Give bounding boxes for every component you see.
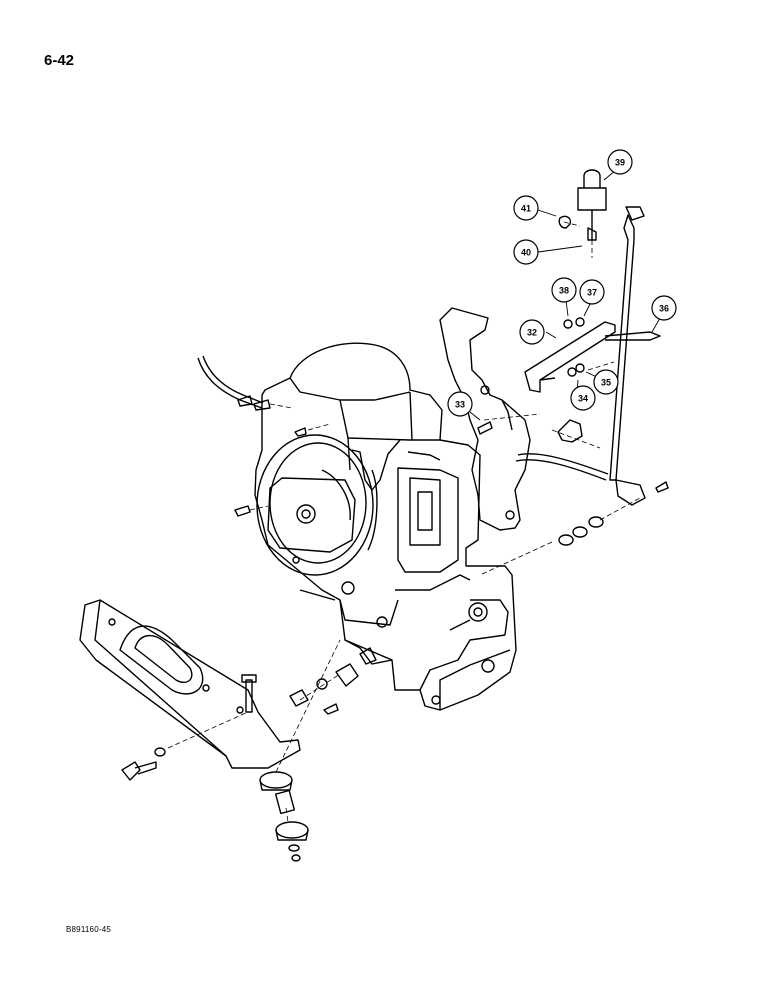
page-number: 6-42: [44, 52, 75, 69]
bolt: [477, 421, 493, 435]
assembly-line: [275, 639, 341, 773]
callout-37: 37: [579, 279, 605, 305]
bolt: [655, 481, 669, 493]
figure-code: B891160-45: [66, 925, 111, 934]
callout-label: 35: [601, 378, 611, 388]
assembly-line: [285, 807, 289, 823]
callout-41: 41: [513, 195, 539, 221]
callout-label: 38: [559, 286, 569, 296]
fitting: [359, 647, 377, 665]
nut: [563, 319, 573, 329]
assembly-line: [551, 429, 601, 449]
bottom-bracket: [79, 599, 301, 769]
nut: [572, 526, 588, 538]
assembly-line: [307, 423, 331, 431]
callout-32: 32: [519, 319, 545, 345]
drive-plate: [256, 434, 378, 576]
o-ring: [316, 678, 328, 690]
callout-38: 38: [551, 277, 577, 303]
callout-label: 39: [615, 158, 625, 168]
fitting: [253, 399, 271, 411]
bolt: [234, 505, 251, 517]
washer: [588, 516, 604, 528]
assembly-line: [249, 505, 269, 511]
cable: [202, 355, 264, 404]
rod-end: [615, 479, 646, 506]
nut: [575, 363, 585, 373]
assembly-line: [563, 221, 581, 227]
callout-35: 35: [593, 369, 619, 395]
assembly-line: [483, 413, 541, 421]
assembly-line: [587, 361, 615, 371]
callout-39: 39: [607, 149, 633, 175]
callout-label: 36: [659, 304, 669, 314]
callout-33: 33: [447, 391, 473, 417]
washer: [558, 534, 574, 546]
callout-34: 34: [570, 385, 596, 411]
callout-label: 33: [455, 400, 465, 410]
mounting-bracket: [439, 307, 531, 531]
key: [558, 215, 572, 229]
plug: [289, 689, 309, 707]
callout-label: 37: [587, 288, 597, 298]
bolt: [241, 674, 257, 713]
callout-36: 36: [651, 295, 677, 321]
fitting: [237, 395, 253, 407]
fitting: [335, 663, 359, 687]
padlock: [577, 169, 607, 241]
callout-40: 40: [513, 239, 539, 265]
isolator-mount: [259, 771, 309, 862]
bolt: [294, 427, 307, 437]
control-rod: [609, 214, 635, 481]
washer: [575, 317, 585, 327]
bracket: [524, 321, 616, 393]
washer: [154, 747, 166, 757]
bolt: [121, 761, 157, 781]
assembly-line: [269, 403, 293, 409]
transmission-housing: [254, 342, 517, 711]
callout-label: 41: [521, 204, 531, 214]
assembly-line: [599, 497, 641, 521]
callout-label: 32: [527, 328, 537, 338]
callout-label: 40: [521, 248, 531, 258]
clamp: [557, 419, 583, 443]
bolt: [323, 703, 339, 715]
washer: [567, 367, 577, 377]
assembly-line: [167, 711, 249, 749]
callout-label: 34: [578, 394, 588, 404]
cable: [517, 453, 609, 475]
clip: [604, 331, 661, 341]
assembly-line: [479, 541, 553, 576]
